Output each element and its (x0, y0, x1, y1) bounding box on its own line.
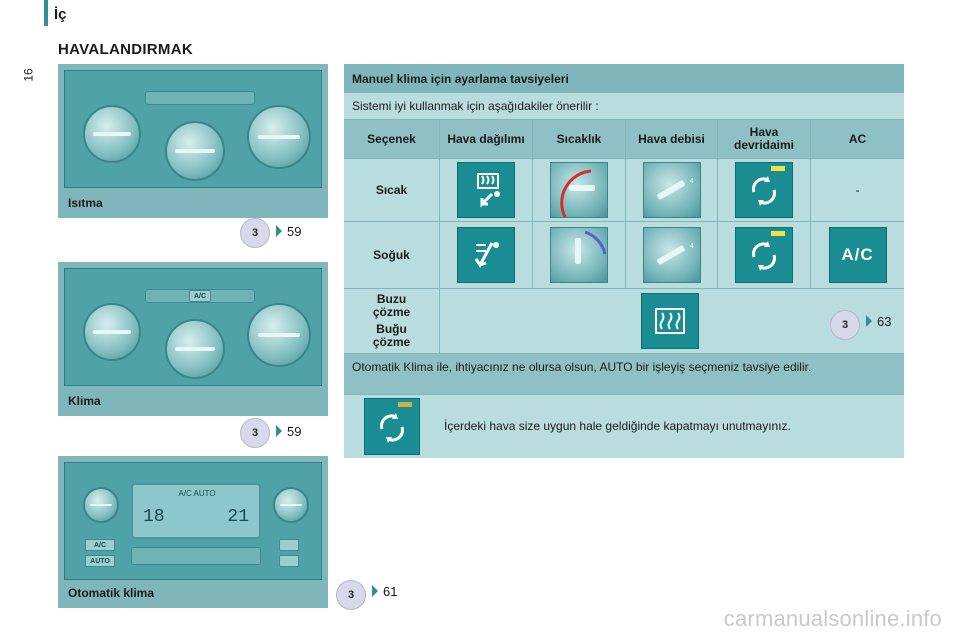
right-knob (247, 105, 311, 169)
left-knob (83, 487, 119, 523)
row-label-cold: Soğuk (344, 222, 439, 288)
recirculation-icon (735, 162, 793, 218)
section-bar (44, 0, 48, 26)
panel-caption: Klima (68, 394, 101, 408)
cell-temperature (533, 222, 625, 288)
cell-defrost-merged (440, 289, 904, 353)
temperature-knob-cold (550, 227, 608, 283)
table-intro: Sistemi iyi kullanmak için aşağıdakiler … (344, 93, 904, 119)
page-reference[interactable]: 59 (276, 424, 301, 439)
cell-ac: A/C (811, 222, 904, 288)
left-knob (83, 303, 141, 361)
chapter-badge: 3 (240, 418, 270, 448)
cell-airflow: 4 (626, 159, 717, 221)
settings-table: Manuel klima için ayarlama tavsiyeleri S… (344, 64, 904, 458)
side-button (279, 539, 299, 551)
lcd-left-temp: 18 (143, 507, 165, 527)
svg-text:4: 4 (690, 178, 694, 185)
page-heading: HAVALANDIRMAK (58, 41, 193, 58)
arrow-right-icon (276, 425, 282, 437)
chapter-badge: 3 (336, 580, 366, 610)
chapter-badge: 3 (240, 218, 270, 248)
cell-temperature (533, 159, 625, 221)
cell-ac: - (811, 159, 904, 221)
auto-button: AUTO (85, 555, 115, 567)
table-title: Manuel klima için ayarlama tavsiyeleri (352, 72, 569, 86)
svg-text:4: 4 (690, 243, 694, 250)
recirculation-tip: İçerdeki hava size uygun hale geldiğinde… (344, 395, 904, 458)
auto-climate-control-photo: A/C AUTO 18 21 A/C AUTO (64, 462, 322, 580)
auto-recommendation-note: Otomatik Klima ile, ihtiyacınız ne olurs… (344, 354, 904, 394)
header-recirculation: Hava devridaimi (718, 120, 810, 158)
arrow-right-icon (276, 225, 282, 237)
heating-control-photo (64, 70, 322, 188)
ac-button: A/C (189, 290, 211, 302)
arrow-right-icon (372, 585, 378, 597)
arrow-right-icon (866, 315, 872, 327)
header-air-flow: Hava debisi (626, 120, 717, 158)
recirculation-icon (735, 227, 793, 283)
face-vent-icon (457, 227, 515, 283)
ac-panel: A/C Klima (58, 262, 328, 416)
rear-defrost-icon (640, 293, 699, 349)
heating-panel: Isıtma (58, 64, 328, 218)
led-indicator (771, 231, 785, 236)
header-option: Seçenek (344, 120, 439, 158)
header-temperature: Sıcaklık (533, 120, 625, 158)
page-reference[interactable]: 59 (276, 224, 301, 239)
ac-icon: A/C (828, 227, 887, 283)
fan-knob-high: 4 (642, 227, 701, 283)
lcd-mode-text: A/C AUTO (178, 489, 216, 498)
cell-distribution (440, 222, 532, 288)
chapter-badge: 3 (830, 310, 860, 340)
header-air-distribution: Hava dağılımı (440, 120, 532, 158)
header-ac: AC (811, 120, 904, 158)
cell-distribution (440, 159, 532, 221)
left-knob (83, 105, 141, 163)
side-button (279, 555, 299, 567)
page-reference[interactable]: 63 (866, 314, 891, 329)
bottom-button-strip (131, 547, 261, 565)
row-label-hot: Sıcak (344, 159, 439, 221)
climate-display: A/C AUTO 18 21 (131, 483, 261, 539)
auto-climate-panel: A/C AUTO 18 21 A/C AUTO Otomatik klima (58, 456, 328, 608)
cell-recirculation (718, 222, 810, 288)
center-knob (165, 121, 225, 181)
fan-knob-high: 4 (642, 162, 701, 218)
led-indicator (771, 166, 785, 171)
ac-control-photo: A/C (64, 268, 322, 386)
cell-recirculation (718, 159, 810, 221)
watermark: carmanualsonline.info (723, 606, 942, 631)
tip-text: İçerdeki hava size uygun hale geldiğinde… (444, 419, 791, 433)
right-knob (247, 303, 311, 367)
ac-button: A/C (85, 539, 115, 551)
panel-caption: Isıtma (68, 196, 103, 210)
panel-caption: Otomatik klima (68, 586, 155, 600)
led-indicator (398, 402, 412, 407)
page-number: 16 (21, 68, 36, 82)
lcd-right-temp: 21 (227, 507, 249, 527)
row-label-defrost: Buzu çözme Buğu çözme (344, 289, 439, 353)
temperature-knob-hot (550, 162, 608, 218)
cell-airflow: 4 (626, 222, 717, 288)
defrost-feet-icon (457, 162, 515, 218)
page-reference[interactable]: 61 (372, 584, 397, 599)
recirculation-icon (364, 398, 420, 455)
right-knob (273, 487, 309, 523)
center-knob (165, 319, 225, 379)
control-strip (145, 91, 255, 105)
section-title: İç (54, 6, 67, 23)
